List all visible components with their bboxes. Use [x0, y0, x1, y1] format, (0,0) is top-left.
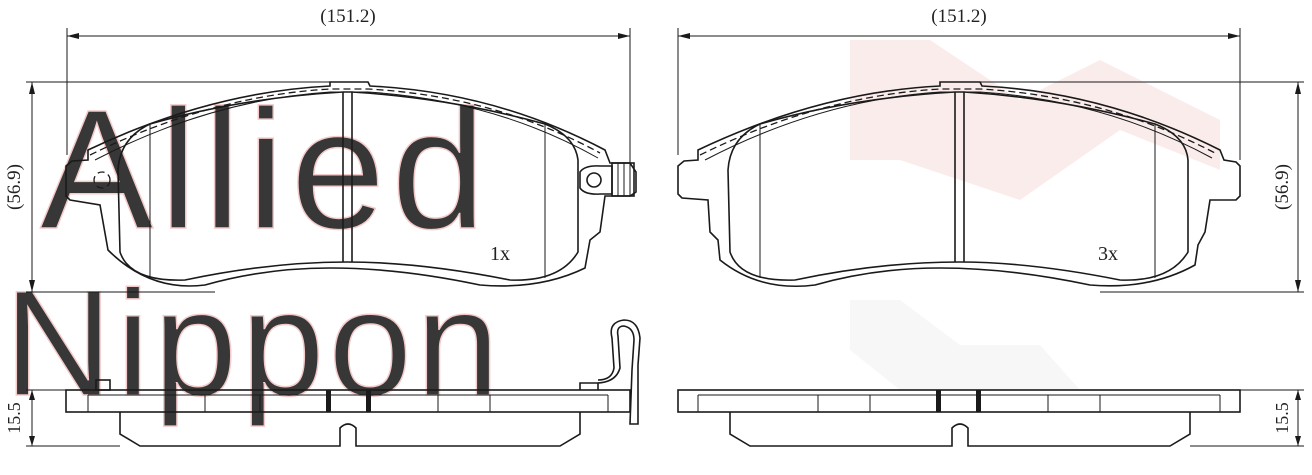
left-pad-height-label: (56.9)	[4, 164, 25, 210]
left-side-backing-plate	[65, 389, 631, 413]
left-pad-side-view: 15.5	[4, 319, 641, 447]
right-pad-width-label: (151.2)	[931, 6, 986, 27]
right-side-backing-plate	[677, 389, 1241, 413]
right-backing-plate	[677, 81, 1241, 288]
left-ear-hole	[93, 171, 111, 189]
left-side-friction-block	[119, 412, 581, 447]
watermark-text-allied: Allied	[40, 75, 492, 265]
left-pad-width-label: (151.2)	[320, 6, 375, 27]
watermark-logo-shape	[850, 40, 1220, 200]
sensor-clip-hole	[586, 172, 602, 188]
left-pad-quantity-label: 1x	[490, 243, 510, 265]
left-backing-plate	[65, 81, 637, 287]
right-pad-height-label: (56.9)	[1272, 164, 1293, 210]
right-pad-thickness-label: 15.5	[1272, 402, 1292, 434]
right-pad-front-view: (151.2) (56.9) 3x	[677, 6, 1304, 293]
left-pad-front-view: (151.2) (56.9) 1x	[4, 6, 637, 293]
right-pad-quantity-label: 3x	[1098, 243, 1118, 265]
wear-sensor-connector	[611, 162, 635, 197]
left-pad-thickness-label: 15.5	[4, 402, 24, 434]
right-pad-side-view: 15.5	[677, 389, 1304, 447]
right-side-friction-block	[729, 412, 1191, 447]
wear-sensor-wire	[597, 319, 641, 425]
watermark-logo-shape-lower	[850, 300, 1080, 390]
watermark: Allied Nippon	[3, 40, 1220, 428]
watermark-text-nippon: Nippon	[4, 259, 503, 427]
